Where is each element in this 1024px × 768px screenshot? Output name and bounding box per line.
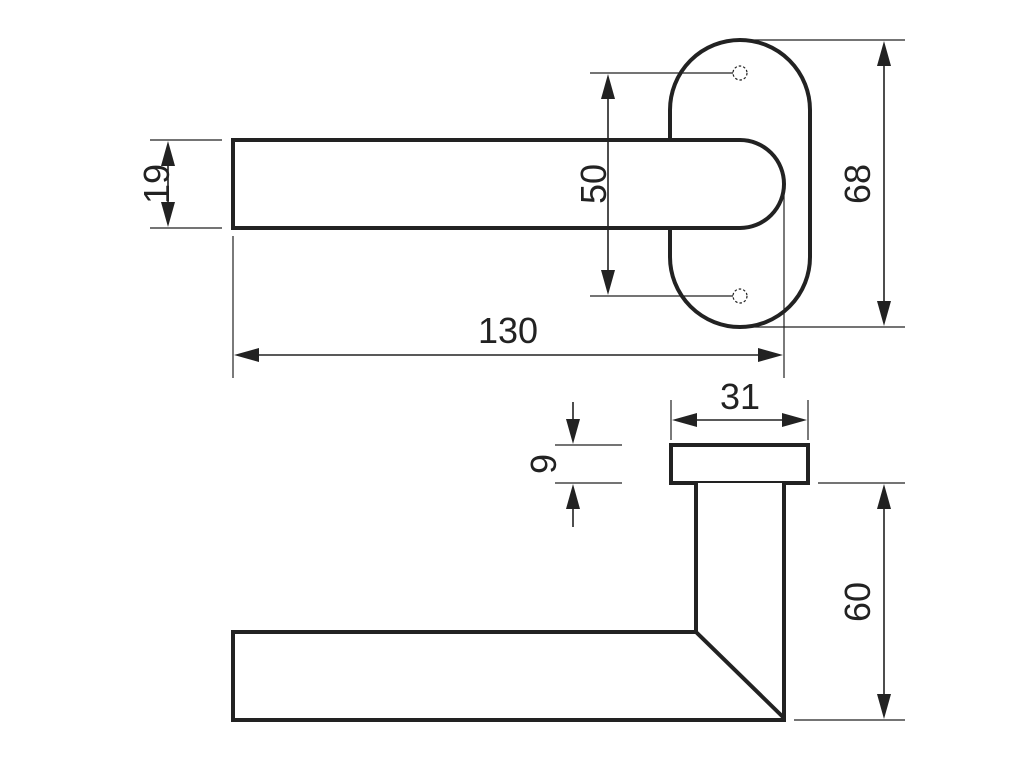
- screw-hole-top: [732, 65, 748, 81]
- dimension-label-60: 60: [837, 582, 878, 622]
- dimension-fixing-centres: 50: [573, 72, 733, 297]
- lever-front: [231, 138, 786, 230]
- front-view: [231, 38, 812, 329]
- dimension-rose-height: 68: [745, 39, 905, 328]
- dimension-label-68: 68: [837, 164, 878, 204]
- dimension-label-19: 19: [136, 164, 177, 204]
- lever-bevel-line: [694, 630, 786, 720]
- dimension-rose-width: 31: [670, 376, 809, 440]
- dimension-label-31: 31: [720, 376, 760, 417]
- dimension-rose-thickness: 9: [523, 402, 622, 527]
- dimension-projection: 60: [794, 482, 905, 721]
- side-view: [231, 443, 810, 722]
- screw-hole-bottom: [732, 288, 748, 304]
- dimension-label-9: 9: [523, 454, 564, 474]
- dimension-lever-length: 130: [232, 190, 785, 378]
- dimension-label-130: 130: [478, 310, 538, 351]
- dimension-label-50: 50: [573, 164, 614, 204]
- dimension-lever-height: 19: [136, 139, 222, 229]
- rose-plate-side: [669, 443, 810, 485]
- lever-side-profile: [231, 483, 786, 722]
